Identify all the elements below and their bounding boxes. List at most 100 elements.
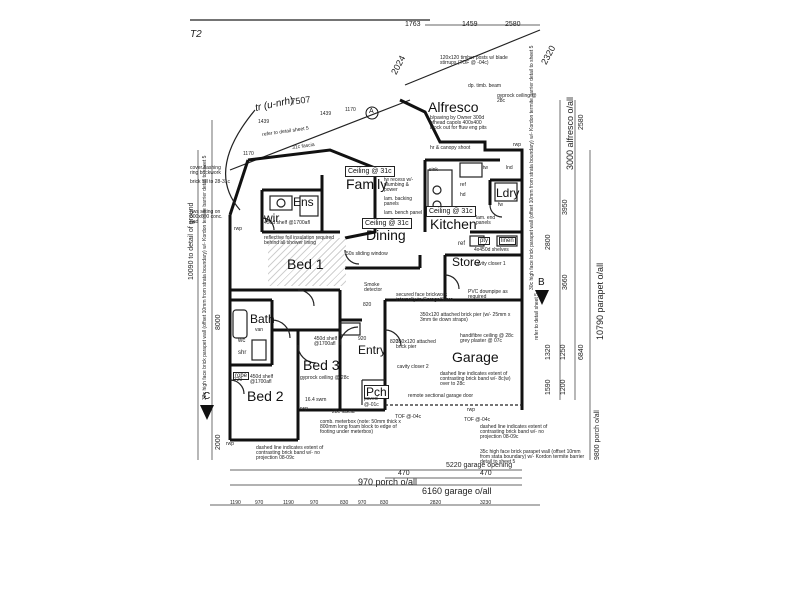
room-garage: Garage [452, 349, 499, 365]
dim-1320: 1320 [545, 344, 552, 360]
dim-left-3: 1439 [320, 111, 332, 117]
dim-row-7: 2820 [430, 500, 442, 506]
room-bed1: Bed 1 [287, 256, 324, 272]
ceiling-dining: Ceiling @ 31c [362, 218, 412, 229]
note-lam-bench: lam. bench panel [384, 210, 423, 216]
note-cavity-closer2: cavity closer 2 [397, 364, 429, 370]
label-ref: ref [458, 241, 466, 247]
note-lam-end: lam. end panels [476, 215, 496, 226]
note-shelves-robe: 450d shelf @1700afl [264, 220, 310, 226]
room-pch: Pch [364, 385, 389, 399]
label-rwp-2: rwp [513, 142, 522, 148]
label-entry-820: 820 [390, 339, 399, 345]
room-bed2: Bed 2 [247, 388, 284, 404]
dim-row-1: 970 [255, 500, 264, 506]
note-smoke: Smoke detector [364, 282, 383, 293]
barrier-note-right: 30c high face brick parapet wall (offset… [529, 45, 535, 290]
dim-garage-oall: 6160 garage o/all [422, 486, 492, 496]
note-paved: paved [364, 396, 378, 402]
label-lnd: lnd [506, 165, 513, 171]
note-left-wall: 32c high face brick parapet wall (offset… [202, 155, 208, 400]
label-tof-2: TOF @-04c [464, 417, 491, 423]
room-entry: Entry [358, 343, 387, 357]
label-820: 820 [363, 302, 372, 308]
note-shelves-4: 4x450d shelves [474, 247, 509, 253]
dim-parapet-oall: 10790 parapet o/all [595, 262, 605, 340]
label-rwp-1: rwp [234, 226, 243, 232]
room-store: Store [452, 255, 481, 269]
dim-470-a: 470 [398, 470, 410, 477]
note-pvc-downpipe: PVC downpipe as required [468, 289, 508, 300]
dim-row-5: 970 [358, 500, 367, 506]
room-robe: robe [233, 372, 250, 380]
note-shelves-bed3: 450d shelf @1700afl [314, 336, 338, 347]
room-kitchen: Kitchen [430, 216, 477, 232]
label-fascia-16: 16.4 swm [305, 397, 327, 403]
note-face-brick: secured face brickwork internally to Gar… [396, 292, 453, 303]
label-ref-kitchen: ref [460, 182, 466, 188]
room-ldry: Ldry [496, 186, 520, 200]
label-tof-1: TOF @-04c [395, 414, 422, 420]
label-720: 720 [234, 377, 243, 383]
room-bath: Bath [250, 312, 275, 326]
dim-top-3: 2580 [505, 21, 521, 28]
note-tw-recess: tw recess w/- plumbing & power [384, 177, 414, 193]
label-920: 920 [358, 336, 367, 342]
dim-3660: 3660 [562, 274, 569, 290]
note-pch-ceiling: @-01c [364, 402, 379, 408]
note-cavity-closer: cavity closer 1 [474, 261, 506, 267]
timber-posts-note: 120x120 timber posts w/ blade stirrups (… [440, 55, 508, 66]
note-sliding-window: 50s sliding window [346, 251, 388, 257]
doors [229, 204, 503, 395]
dim-1200: 1200 [560, 379, 567, 395]
dim-alfresco-oall: 3000 alfresco o/all [565, 96, 575, 170]
room-shr: shr [238, 350, 247, 356]
room-ens: Ens [293, 195, 314, 209]
note-insulation: reflective foil insulation required behi… [264, 235, 335, 246]
label-fw: fw [498, 202, 503, 208]
dim-2580: 2580 [578, 114, 585, 130]
label-pty: pty [478, 237, 491, 245]
note-canopy: hr & canopy shoot [430, 145, 471, 151]
note-dashed-brick: dashed line indicates extent of contrast… [480, 424, 548, 440]
room-bed3: Bed 3 [303, 357, 340, 373]
room-wc: wc [238, 338, 246, 344]
room-family: Family [346, 176, 388, 192]
note-brick-pier-350: 350x120 attached brick pier (w/- 25mm x … [420, 312, 511, 323]
note-dashed-line: dashed line indicates extent of contrast… [440, 371, 511, 387]
label-linen: linen [499, 237, 516, 245]
note-shelves-bed2: 450d shelf @1700afl [250, 374, 274, 385]
dim-2800: 2800 [545, 234, 552, 250]
dim-top-1: 1763 [405, 21, 421, 28]
note-parapet-wall: 35c high face brick parapet wall (offset… [480, 449, 585, 465]
bed1-hatch [268, 238, 346, 286]
marker-c: C [203, 391, 211, 402]
note-brick-pier-2: 350x120 attached brick pier [396, 339, 436, 350]
dim-row-4: 830 [340, 500, 349, 506]
corner-mark: T2 [190, 29, 202, 40]
label-rwp-4: rwp [467, 407, 476, 413]
dim-porch-oall-bottom: 970 porch o/all [358, 477, 418, 487]
note-handifibre: handifibre ceiling @ 28c grey plaster @ … [460, 333, 514, 344]
ceiling-family: Ceiling @ 31c [345, 166, 395, 177]
dim-row-6: 830 [380, 500, 389, 506]
dim-470-b: 470 [480, 470, 492, 477]
dim-1590: 1590 [545, 379, 552, 395]
room-wir: wir [264, 211, 280, 225]
dim-porch-oall: 9800 porch o/all [594, 410, 601, 460]
note-hws: hws sitting on 600x600 conc. pad [190, 209, 223, 225]
room-dining: Dining [366, 227, 406, 243]
dim-1250: 1250 [560, 344, 567, 360]
gyprock-ceiling-note: gyprock ceiling @ 28c [497, 93, 537, 104]
handwritten-arc [224, 109, 256, 211]
dim-6840: 6840 [578, 344, 585, 360]
label-hd: hd [460, 192, 466, 198]
dim-row-2: 1190 [283, 500, 294, 506]
note-remote-door: remote sectional garage door [408, 393, 474, 399]
dim-row-3: 970 [310, 500, 319, 506]
patio-note: dp. timb. beam [468, 83, 502, 89]
dimension-lines [197, 24, 591, 506]
dim-left-1: 1170 [243, 151, 254, 157]
room-alfresco: Alfresco [428, 99, 479, 115]
refer-detail-right: refer to detail sheet 5 [534, 293, 540, 340]
